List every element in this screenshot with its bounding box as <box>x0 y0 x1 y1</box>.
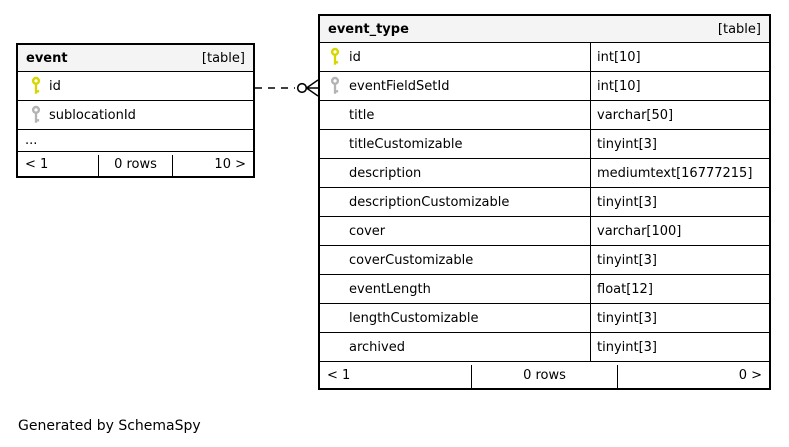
pager-divider <box>98 155 99 176</box>
table-row: lengthCustomizable tinyint[3] <box>320 304 769 333</box>
primary-key-icon <box>30 76 42 96</box>
column-type: varchar[50] <box>590 101 769 129</box>
column-type: tinyint[3] <box>590 304 769 332</box>
column-type: float[12] <box>590 275 769 303</box>
column-name: descriptionCustomizable <box>349 194 510 210</box>
pager-divider <box>471 365 473 388</box>
column-name: eventFieldSetId <box>349 78 450 94</box>
table-type-badge: [table] <box>717 21 761 37</box>
crowfoot-icon <box>306 79 318 97</box>
table-row: titleCustomizable tinyint[3] <box>320 130 769 159</box>
foreign-key-icon <box>329 76 341 96</box>
table-row: eventLength float[12] <box>320 275 769 304</box>
zero-cardinality-circle-icon <box>296 82 308 94</box>
column-type: int[10] <box>590 43 769 71</box>
foreign-key-icon <box>30 105 42 125</box>
table-row: eventFieldSetId int[10] <box>320 72 769 101</box>
table-event-header[interactable]: event [table] <box>18 45 253 72</box>
pager-row-count: 0 rows <box>523 367 566 383</box>
pager-prev-button[interactable]: < 1 <box>327 367 351 383</box>
table-title: event_type <box>328 21 409 37</box>
table-row: id int[10] <box>320 43 769 72</box>
table-event-type: event_type [table] id int[10] eventField… <box>318 14 771 390</box>
table-row: description mediumtext[16777215] <box>320 159 769 188</box>
table-row: cover varchar[100] <box>320 217 769 246</box>
column-type: tinyint[3] <box>590 246 769 274</box>
column-type: varchar[100] <box>590 217 769 245</box>
column-type: mediumtext[16777215] <box>590 159 769 187</box>
column-name: id <box>49 78 61 94</box>
column-name: id <box>349 49 361 65</box>
pager-prev-button[interactable]: < 1 <box>25 156 49 172</box>
table-row: id <box>18 72 253 101</box>
pager-next-button[interactable]: 10 > <box>214 156 246 172</box>
table-row: title varchar[50] <box>320 101 769 130</box>
primary-key-icon <box>329 47 341 67</box>
relationship-connector <box>255 79 318 97</box>
column-name: description <box>349 165 422 181</box>
table-event-type-header[interactable]: event_type [table] <box>320 16 769 43</box>
pager-row-count: 0 rows <box>114 156 157 172</box>
column-name: cover <box>349 223 386 239</box>
column-name: titleCustomizable <box>349 136 463 152</box>
table-row: descriptionCustomizable tinyint[3] <box>320 188 769 217</box>
column-type: tinyint[3] <box>590 130 769 158</box>
table-pager: < 1 0 rows 10 > <box>18 152 253 176</box>
table-type-badge: [table] <box>201 50 245 66</box>
pager-next-button[interactable]: 0 > <box>738 367 762 383</box>
column-name: eventLength <box>349 281 431 297</box>
column-type: tinyint[3] <box>590 188 769 216</box>
column-name: lengthCustomizable <box>349 310 479 326</box>
column-name: coverCustomizable <box>349 252 474 268</box>
column-name: archived <box>349 339 405 355</box>
table-event: event [table] id sublocationId ... < 1 <box>16 43 255 178</box>
table-row: sublocationId <box>18 101 253 130</box>
table-title: event <box>26 50 68 66</box>
table-row: coverCustomizable tinyint[3] <box>320 246 769 275</box>
column-type: tinyint[3] <box>590 333 769 361</box>
column-name: title <box>349 107 375 123</box>
generated-by-text: Generated by SchemaSpy <box>18 418 201 434</box>
column-name: sublocationId <box>49 107 136 123</box>
collapsed-columns-ellipsis: ... <box>18 130 253 152</box>
table-row: archived tinyint[3] <box>320 333 769 362</box>
table-pager: < 1 0 rows 0 > <box>320 362 769 388</box>
pager-divider <box>616 365 618 388</box>
column-type: int[10] <box>590 72 769 100</box>
pager-divider <box>172 155 173 176</box>
